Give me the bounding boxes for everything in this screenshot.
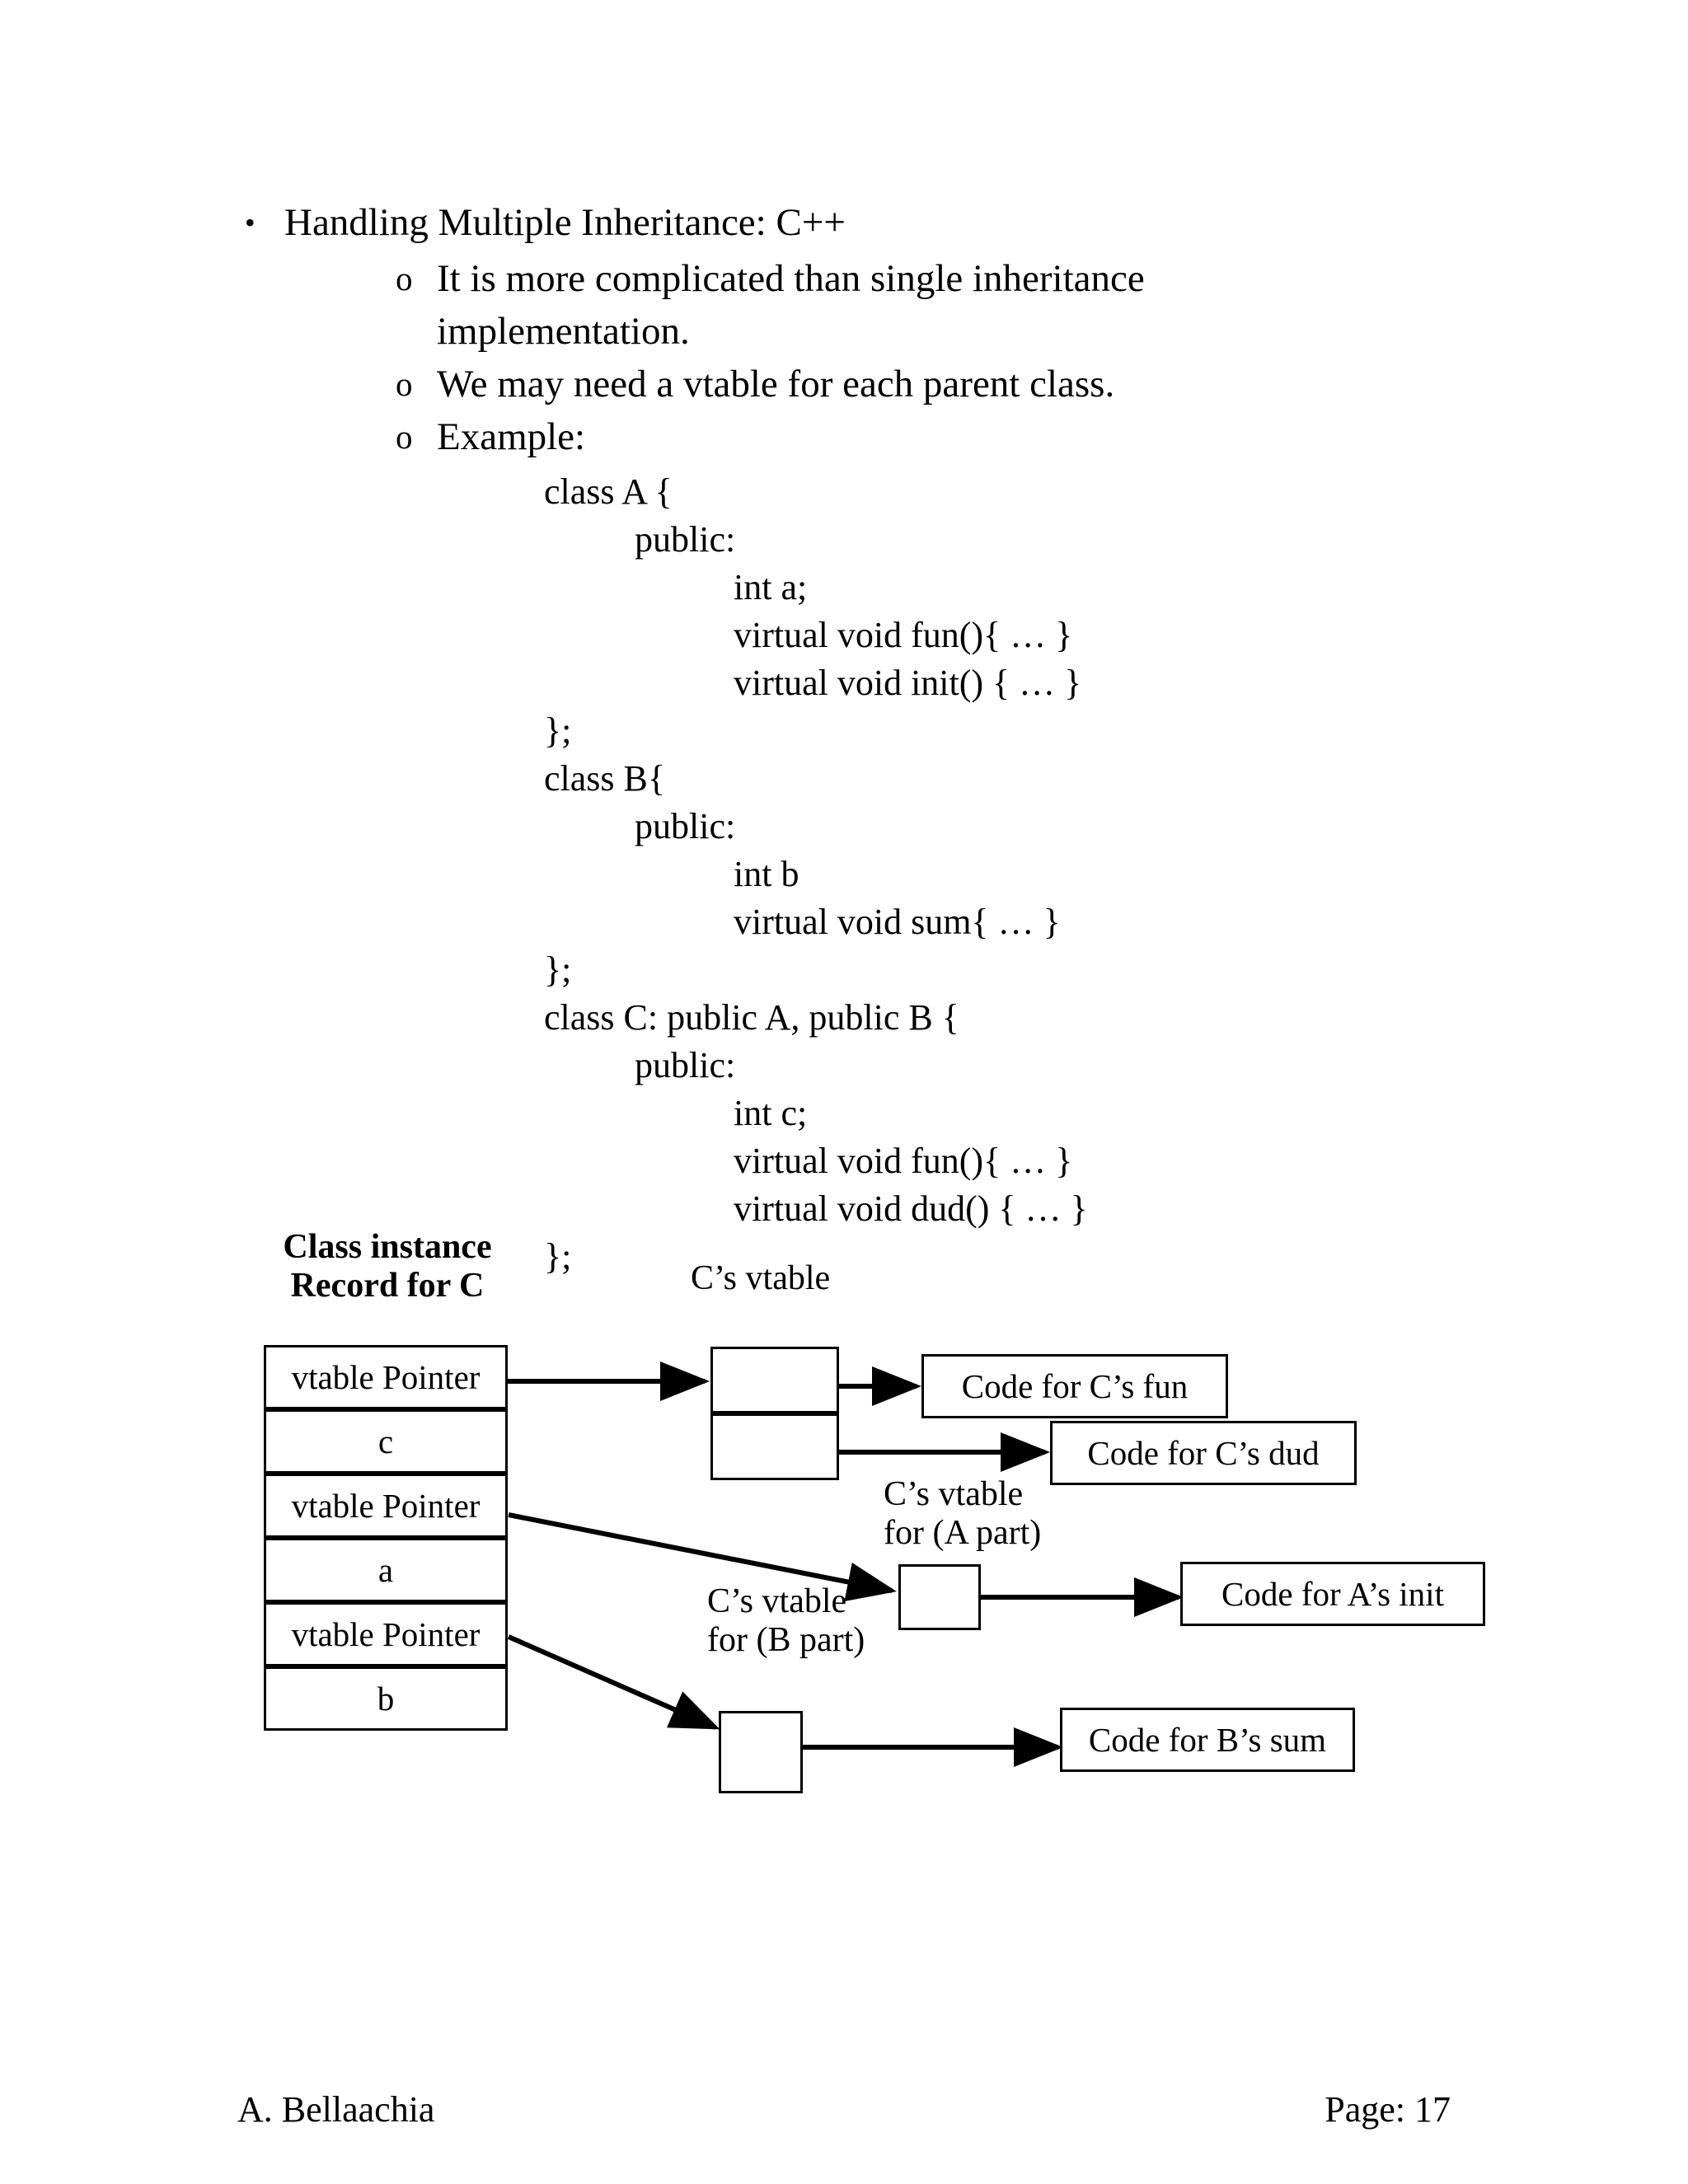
avtable-label-line2: for (A part)	[884, 1514, 1042, 1552]
bvtable-label-line2: for (B part)	[707, 1621, 865, 1659]
record-row-field-a: a	[264, 1538, 508, 1602]
code-line: public:	[635, 519, 736, 560]
record-row-field-c: c	[264, 1409, 508, 1474]
record-row-field-b: b	[264, 1666, 508, 1731]
code-line: };	[544, 949, 572, 990]
code-box-c-fun: Code for C’s fun	[921, 1354, 1228, 1418]
code-line: public:	[635, 806, 736, 846]
code-line: int c;	[734, 1093, 808, 1133]
outline-level2-text: Example:	[437, 415, 586, 458]
code-line: class B{	[544, 758, 665, 799]
footer-page-number: Page: 17	[1325, 2089, 1451, 2130]
bvtable-label-line1: C’s vtable	[707, 1582, 847, 1620]
code-line: int a;	[734, 567, 808, 607]
cvtable-label: C’s vtable	[691, 1259, 831, 1297]
circle-bullet-icon: o	[396, 418, 413, 456]
record-row-label: a	[377, 1551, 394, 1589]
avtable-slot-init	[898, 1564, 981, 1630]
cvtable-slot-dud	[710, 1413, 839, 1480]
record-title-line1: Class instance	[283, 1228, 492, 1266]
code-line: int b	[734, 854, 799, 894]
code-line: class A {	[544, 471, 673, 512]
code-line: virtual void sum{ … }	[734, 902, 1061, 942]
record-title-line2: Record for C	[290, 1267, 485, 1305]
outline-level2-text: It is more complicated than single inher…	[437, 257, 1145, 353]
outline-level1-item: • Handling Multiple Inheritance: C++	[245, 196, 1688, 249]
record-row-label: b	[377, 1680, 395, 1718]
code-line: virtual void fun(){ … }	[734, 1141, 1073, 1181]
circle-bullet-icon: o	[396, 365, 413, 403]
code-box-label: Code for A’s init	[1221, 1575, 1444, 1613]
code-box-label: Code for B’s sum	[1088, 1721, 1327, 1759]
bvtable-slot-sum	[719, 1711, 803, 1793]
outline-level2-item: o We may need a vtable for each parent c…	[396, 358, 1286, 410]
code-box-b-sum: Code for B’s sum	[1060, 1708, 1355, 1772]
record-row-vptr-b: vtable Pointer	[264, 1602, 508, 1666]
footer-author: A. Bellaachia	[237, 2089, 435, 2130]
arrow-vptr1-to-avtable	[508, 1512, 897, 1602]
outline-level2-item: o It is more complicated than single inh…	[396, 252, 1286, 358]
code-line: public:	[635, 1045, 736, 1085]
outline-level1-text: Handling Multiple Inheritance: C++	[284, 201, 846, 244]
code-line: };	[544, 710, 572, 751]
circle-bullet-icon: o	[396, 260, 413, 298]
code-box-c-dud: Code for C’s dud	[1050, 1421, 1357, 1485]
page-footer: A. Bellaachia Page: 17	[0, 2052, 1688, 2184]
code-line: virtual void fun(){ … }	[734, 615, 1073, 655]
cvtable-slot-fun	[710, 1347, 839, 1413]
code-line: };	[544, 1236, 572, 1277]
arrow-vptr2-to-bvtable	[507, 1634, 720, 1730]
code-line: class C: public A, public B {	[544, 997, 959, 1038]
record-row-label: vtable Pointer	[291, 1358, 481, 1396]
record-row-label: vtable Pointer	[291, 1615, 481, 1653]
record-row-vptr-a: vtable Pointer	[264, 1474, 508, 1538]
record-title: Class instance Record for C	[280, 1228, 495, 1305]
record-row-label: c	[377, 1422, 394, 1460]
record-row-label: vtable Pointer	[291, 1487, 481, 1525]
code-box-a-init: Code for A’s init	[1180, 1562, 1485, 1626]
bvtable-label: C’s vtable for (B part)	[707, 1582, 865, 1660]
avtable-label-line1: C’s vtable	[884, 1475, 1024, 1513]
code-box-label: Code for C’s fun	[961, 1367, 1189, 1405]
code-listing: class A { public: int a; virtual void fu…	[0, 468, 1688, 1281]
outline-body: • Handling Multiple Inheritance: C++ o I…	[0, 196, 1688, 1281]
outline-level2-text: We may need a vtable for each parent cla…	[437, 363, 1115, 405]
disc-bullet-icon: •	[245, 206, 256, 239]
code-line: virtual void init() { … }	[734, 663, 1082, 703]
record-row-vptr-c: vtable Pointer	[264, 1345, 508, 1409]
code-line: virtual void dud() { … }	[734, 1188, 1088, 1229]
outline-level2-item: o Example:	[396, 410, 1286, 463]
code-box-label: Code for C’s dud	[1087, 1434, 1320, 1472]
avtable-label: C’s vtable for (A part)	[884, 1475, 1041, 1553]
